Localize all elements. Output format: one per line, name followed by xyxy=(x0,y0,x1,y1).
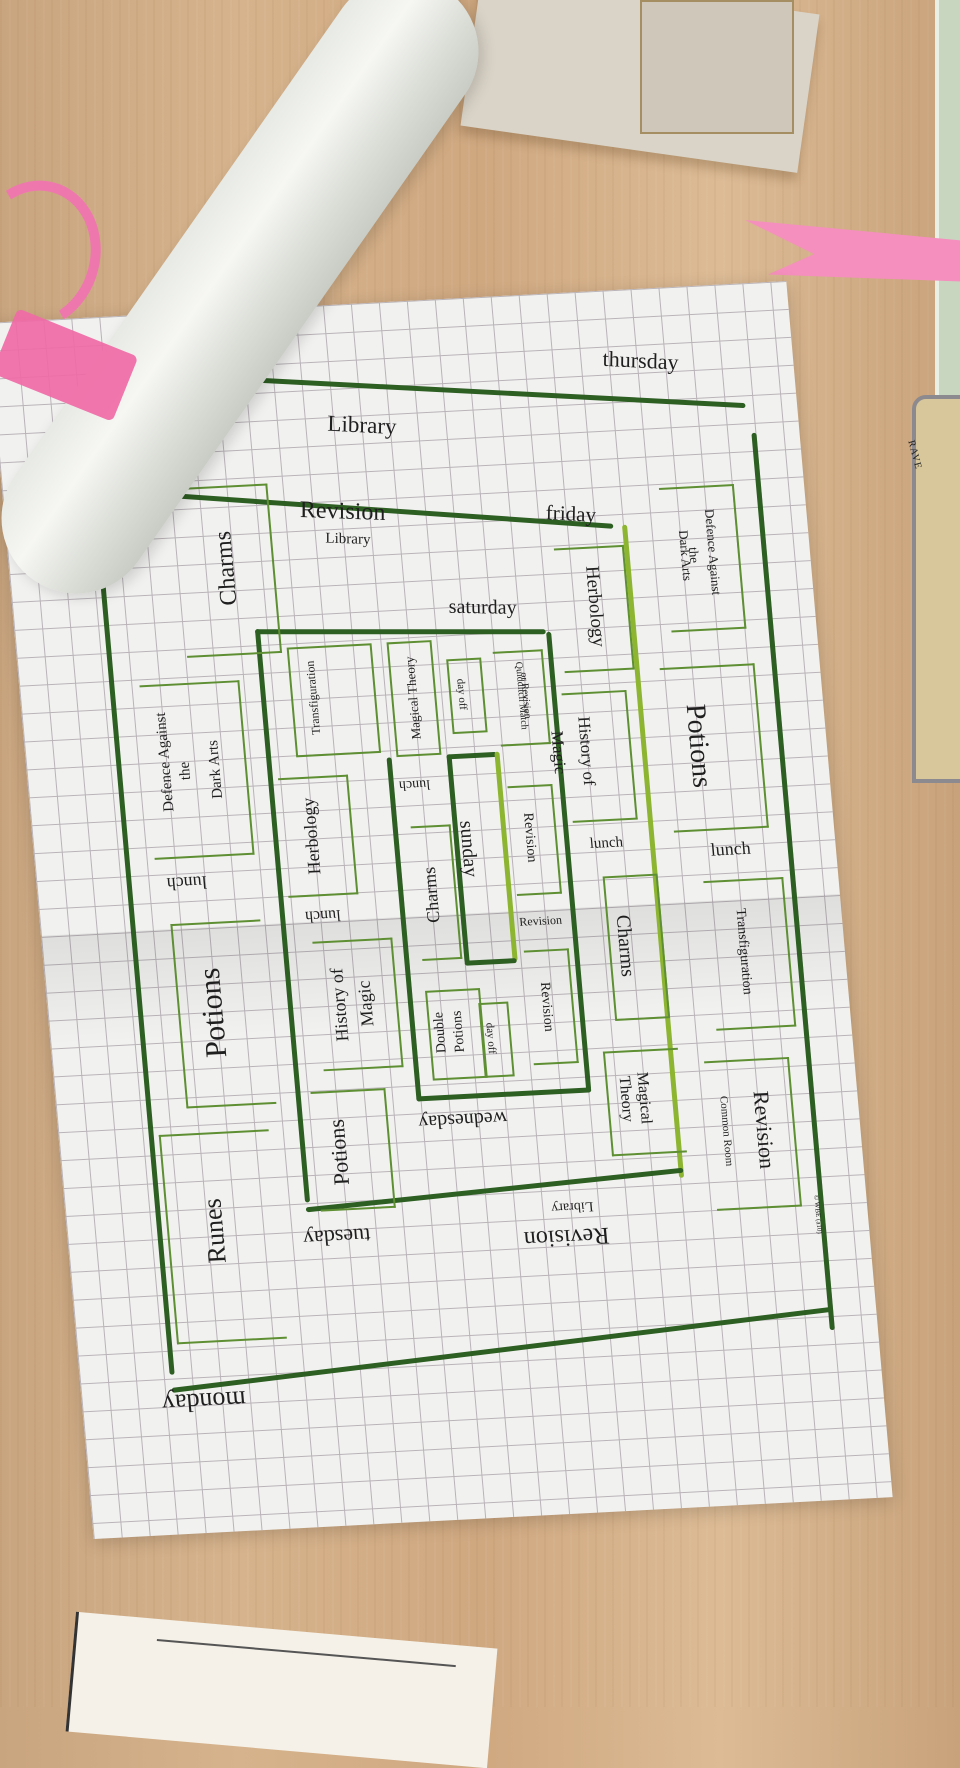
label-dada-thursday-3: Dark Arts xyxy=(675,529,696,582)
house-badge: RAVE xyxy=(905,395,960,783)
day-label-monday: monday xyxy=(160,1385,248,1419)
label-day-off-sunday: day off xyxy=(483,1022,499,1055)
slot-dada-monday xyxy=(139,680,255,860)
slot-transfiguration-tuesday xyxy=(286,643,382,758)
label-day-off-saturday: day off xyxy=(454,678,470,711)
label-hom-tuesday-2: Magic xyxy=(353,980,378,1027)
label-magical-theory-friday-2: Theory xyxy=(615,1075,637,1123)
day-label-friday: friday xyxy=(545,500,597,527)
label-runes-monday: Runes xyxy=(197,1197,232,1265)
day-label-sunday: sunday xyxy=(455,820,483,878)
day-label-thursday: thursday xyxy=(602,345,679,375)
day-label-saturday: saturday xyxy=(448,595,517,619)
label-revision-saturday-1: Revision xyxy=(520,812,540,863)
label-potions-thursday: Potions xyxy=(679,703,718,789)
spiral-line-saturday-top xyxy=(255,629,546,635)
label-dada-monday-2: the xyxy=(176,761,195,781)
label-hom-friday-2: Magic xyxy=(547,730,571,775)
label-revision-saturday-3: Revision xyxy=(536,981,557,1033)
label-revision-top: Revision xyxy=(299,497,386,527)
label-lunch-tuesday: lunch xyxy=(304,906,342,925)
label-revision-bottom-place: Library xyxy=(550,1198,594,1216)
day-label-wednesday: wednesday xyxy=(417,1106,509,1134)
label-library-top: Library xyxy=(327,410,397,440)
spiral-line-sunday-top xyxy=(446,751,497,760)
day-label-tuesday: tuesday xyxy=(302,1223,372,1252)
label-potions-tuesday: Potions xyxy=(323,1118,355,1186)
label-revision-saturday-2: Revision xyxy=(518,912,563,929)
label-lunch-monday: lunch xyxy=(166,872,208,895)
label-lunch-thursday: lunch xyxy=(709,837,752,860)
slot-potions-tuesday xyxy=(310,1088,396,1212)
slot-hom-friday xyxy=(561,689,638,823)
label-revision-bottom: Revision xyxy=(522,1221,611,1253)
cardboard-box-flap xyxy=(640,0,794,134)
label-revision-top-place: Library xyxy=(325,530,371,549)
label-charms-friday: Charms xyxy=(611,914,640,978)
label-lunch-wednesday: lunch xyxy=(398,776,431,793)
slot-dada-thursday xyxy=(658,484,747,633)
card-line xyxy=(156,1638,456,1668)
label-lunch-friday: lunch xyxy=(589,834,624,853)
spiral-line-wednesday-bottom xyxy=(416,1087,592,1102)
